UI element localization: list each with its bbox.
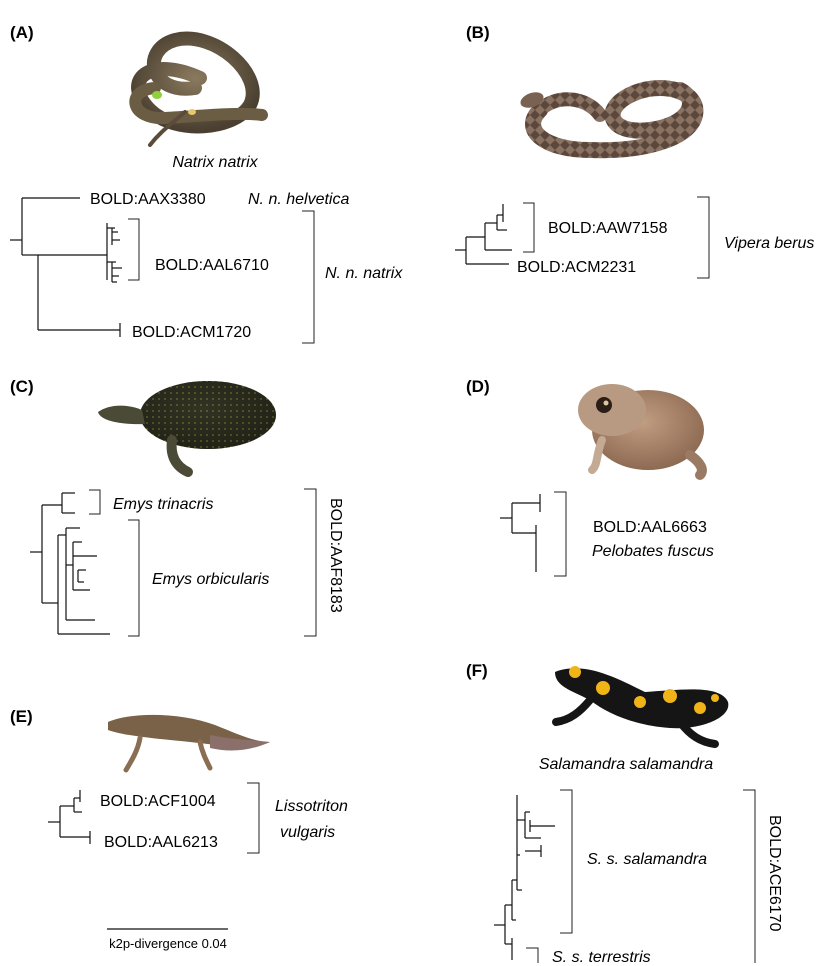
panel-e: (E) BOLD:ACF1004 BOLD:AAL6213 Lissotrito… [10, 707, 348, 853]
newt-photo [108, 715, 270, 770]
taxon-name: Emys trinacris [113, 496, 213, 513]
tree-a [10, 198, 122, 337]
scale-bar-label: k2p-divergence 0.04 [109, 936, 227, 951]
species-name-line1: Lissotriton [275, 798, 348, 815]
panel-b: (B) BOLD:AAW7158 BOLD:ACM2231 Vipera ber… [455, 23, 814, 278]
species-name-natrix: Natrix natrix [172, 154, 258, 171]
otu-label-vertical: BOLD:ACE6170 [766, 815, 783, 932]
panel-label-c: (C) [10, 377, 34, 396]
subspecies-name: S. s. salamandra [587, 851, 707, 868]
salamander-photo [555, 666, 728, 744]
panel-d: (D) BOLD:AAL6663 Pelobates fuscus [466, 377, 714, 576]
viper-photo [518, 88, 695, 150]
panel-label-f: (F) [466, 661, 488, 680]
species-name-vipera: Vipera berus [724, 235, 814, 252]
tree-d [500, 494, 540, 572]
otu-label: BOLD:AAL6710 [155, 257, 269, 274]
bracket-aaf8183 [304, 489, 316, 636]
turtle-photo [98, 381, 276, 472]
otu-label: BOLD:ACM1720 [132, 324, 251, 341]
otu-label: BOLD:ACF1004 [100, 793, 216, 810]
bracket-n-n-natrix [302, 211, 314, 343]
tree-e [48, 790, 90, 844]
subspecies-name: S. s. terrestris [552, 949, 651, 966]
otu-label: BOLD:AAL6663 [593, 519, 707, 536]
panel-label-b: (B) [466, 23, 490, 42]
bracket-aaw7158 [523, 203, 534, 252]
panel-label-e: (E) [10, 707, 33, 726]
otu-label: BOLD:AAW7158 [548, 220, 668, 237]
bracket-aal6710 [128, 219, 139, 280]
bracket-s-s-terrestris [526, 948, 538, 963]
otu-label: BOLD:ACM2231 [517, 259, 636, 276]
bracket-ace6170 [743, 790, 755, 963]
bracket-lissotriton [247, 783, 259, 853]
toad-photo [578, 384, 704, 475]
subspecies-name: N. n. natrix [325, 265, 403, 282]
panel-label-d: (D) [466, 377, 490, 396]
otu-label-vertical: BOLD:AAF8183 [327, 498, 344, 613]
otu-label: BOLD:AAL6213 [104, 834, 218, 851]
subspecies-name: N. n. helvetica [248, 191, 349, 208]
bracket-aal6663 [554, 492, 566, 576]
taxon-name: Emys orbicularis [152, 571, 269, 588]
bracket-vipera-berus [697, 197, 709, 278]
species-name-salamandra: Salamandra salamandra [539, 756, 713, 773]
bracket-s-s-salamandra [560, 790, 572, 933]
tree-b [455, 204, 512, 264]
panel-c: (C) [10, 377, 344, 636]
bracket-emys-orbicularis [128, 520, 139, 636]
snake-photo [135, 39, 262, 145]
otu-label: BOLD:AAX3380 [90, 191, 206, 208]
species-name-pelobates: Pelobates fuscus [592, 543, 714, 560]
scale-bar: k2p-divergence 0.04 [107, 929, 228, 951]
tree-f [494, 795, 555, 960]
panel-a: (A) Natrix natrix [10, 23, 403, 343]
panel-label-a: (A) [10, 23, 34, 42]
species-name-line2: vulgaris [280, 824, 335, 841]
panel-f: (F) Salamandra salamandra [466, 661, 783, 966]
bracket-emys-trinacris [89, 490, 100, 514]
